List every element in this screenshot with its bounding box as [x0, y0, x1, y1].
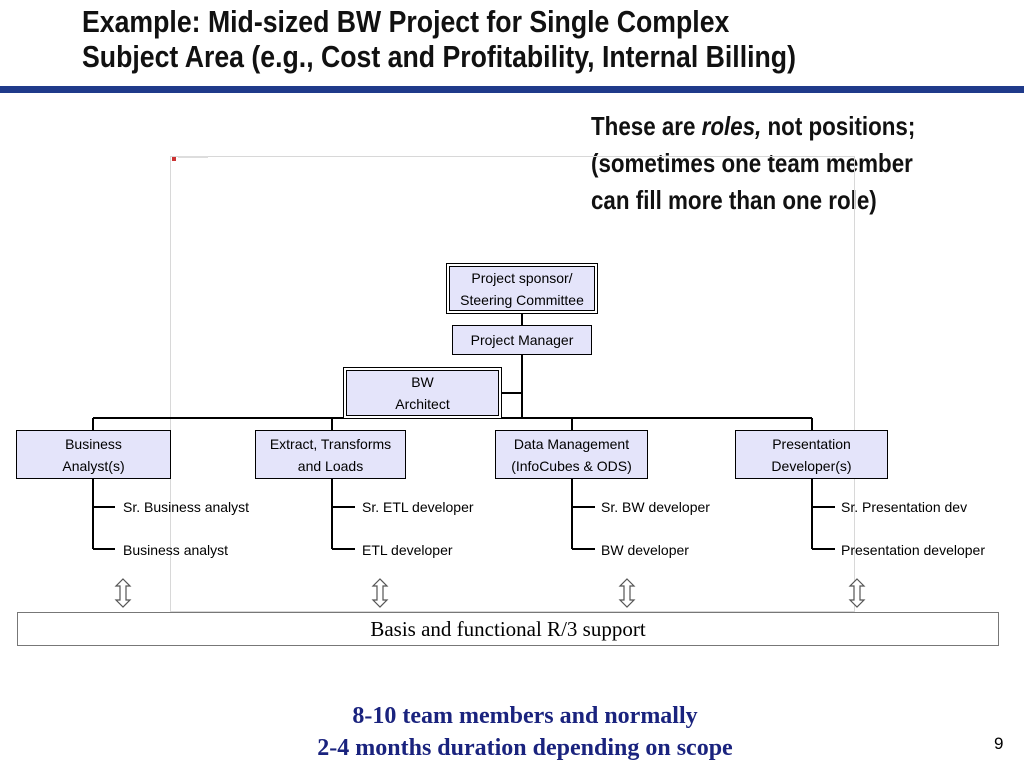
- embedded-object-marker: [172, 157, 176, 161]
- role-sr-etl-developer: Sr. ETL developer: [362, 499, 474, 515]
- architect-box-line2: Architect: [395, 396, 450, 412]
- roles-note-part2: not positions;: [761, 111, 916, 141]
- team-box-presentation: Presentation Developer(s): [735, 430, 888, 479]
- team-box-data-management-line1: Data Management: [513, 435, 630, 452]
- team-box-business-line1: Business: [65, 435, 122, 452]
- embedded-object-caption: [178, 156, 208, 158]
- manager-box-label: Project Manager: [470, 332, 574, 348]
- roles-note-line2: (sometimes one team member: [591, 148, 913, 178]
- sponsor-box-line1: Project sponsor/: [471, 269, 573, 286]
- team-box-etl: Extract, Transforms and Loads: [255, 430, 406, 479]
- page-number: 9: [994, 734, 1004, 753]
- title-divider: [0, 86, 1024, 93]
- slide-title-line2: Subject Area (e.g., Cost and Profitabili…: [82, 39, 796, 74]
- team-box-presentation-line2: Developer(s): [771, 457, 852, 474]
- double-arrow-icon: [848, 578, 866, 608]
- architect-box-line1: BW: [411, 374, 434, 390]
- double-arrow-icon: [618, 578, 636, 608]
- architect-box: BW Architect: [346, 370, 499, 416]
- team-box-business-line2: Analyst(s): [62, 457, 125, 474]
- role-bw-developer: BW developer: [601, 542, 689, 558]
- role-presentation-developer: Presentation developer: [841, 542, 985, 558]
- double-arrow-icon: [371, 578, 389, 608]
- roles-note-line3: can fill more than one role): [591, 185, 877, 215]
- team-box-etl-line2: and Loads: [297, 457, 364, 474]
- role-sr-presentation-dev: Sr. Presentation dev: [841, 499, 968, 515]
- summary-footer-line1: 8-10 team members and normally: [352, 703, 698, 729]
- sponsor-box-line2: Steering Committee: [460, 291, 584, 308]
- team-box-etl-line1: Extract, Transforms: [269, 435, 392, 452]
- role-business-analyst: Business analyst: [123, 542, 229, 558]
- role-sr-business-analyst: Sr. Business analyst: [123, 499, 250, 515]
- team-box-presentation-line1: Presentation: [772, 435, 851, 452]
- team-box-data-management: Data Management (InfoCubes & ODS): [495, 430, 648, 479]
- sponsor-box: Project sponsor/ Steering Committee: [449, 266, 595, 311]
- manager-box: Project Manager: [452, 325, 592, 355]
- team-box-data-management-line2: (InfoCubes & ODS): [511, 457, 632, 474]
- roles-note-line1: These are roles, not positions;: [591, 108, 915, 145]
- roles-note-part1: These are: [591, 111, 702, 141]
- role-sr-bw-developer: Sr. BW developer: [601, 499, 710, 515]
- team-box-business: Business Analyst(s): [16, 430, 171, 479]
- slide-title-line1: Example: Mid-sized BW Project for Single…: [82, 4, 730, 39]
- slide-title: Example: Mid-sized BW Project for Single…: [82, 4, 882, 74]
- role-etl-developer: ETL developer: [362, 542, 453, 558]
- support-bar: Basis and functional R/3 support: [17, 612, 999, 646]
- summary-footer-line2: 2-4 months duration depending on scope: [317, 735, 733, 761]
- roles-note: These are roles, not positions; (sometim…: [591, 108, 915, 219]
- double-arrow-icon: [114, 578, 132, 608]
- embedded-object-frame: [170, 156, 855, 612]
- summary-footer: 8-10 team members and normally 2-4 month…: [0, 700, 1024, 764]
- roles-note-emphasis: roles,: [701, 111, 762, 141]
